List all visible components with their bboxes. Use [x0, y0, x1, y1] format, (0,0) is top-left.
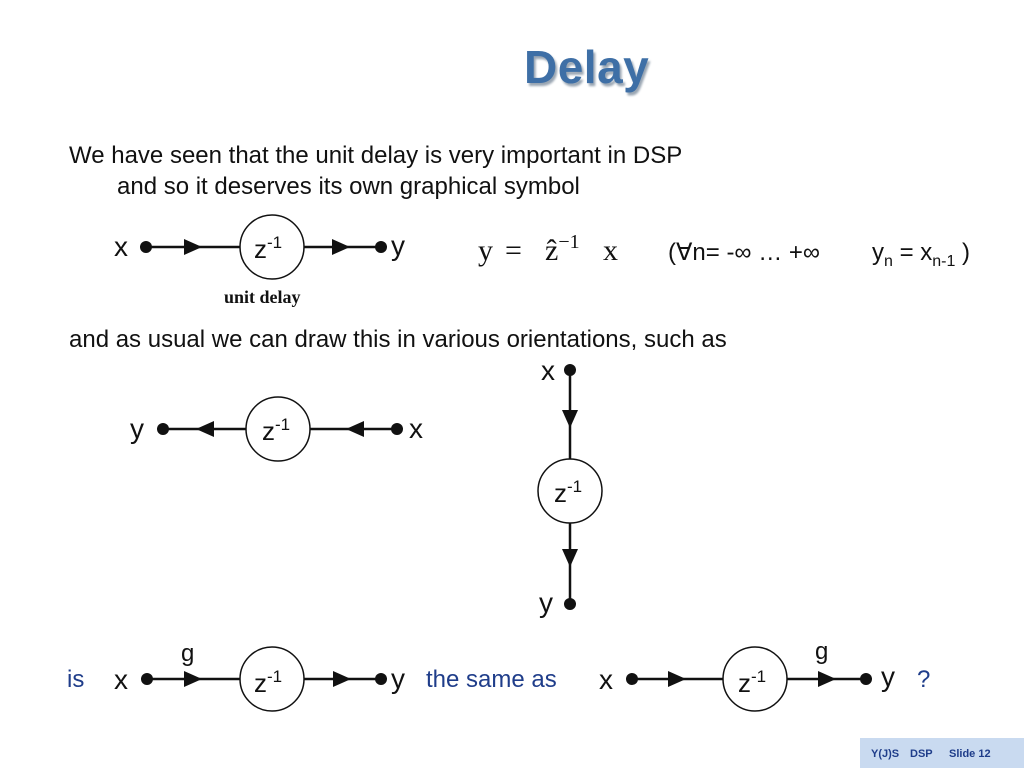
delay-symbol: z-1: [254, 233, 282, 264]
question-is: is: [67, 666, 84, 693]
delay-circle: [537, 458, 603, 524]
orientations-line: and as usual we can draw this in various…: [69, 326, 727, 353]
intro-line-1: We have seen that the unit delay is very…: [69, 142, 683, 169]
output-node: [375, 241, 387, 253]
input-node: [391, 423, 403, 435]
gain-arrow: [818, 671, 836, 687]
y-label: y: [130, 413, 144, 444]
equation-equals: =: [505, 234, 522, 267]
arrow-head: [668, 671, 686, 687]
input-node: [564, 364, 576, 376]
question-mark: ?: [917, 666, 930, 693]
forall-open: (∀n= -∞ … +∞: [668, 239, 820, 266]
gain-then-delay-diagram: z-1 x y g: [114, 640, 405, 712]
y-label: y: [881, 661, 895, 692]
footer-slide-number: Slide 12: [949, 748, 991, 760]
input-node: [140, 241, 152, 253]
gain-label: g: [815, 638, 828, 665]
arrow-head: [562, 549, 578, 567]
unit-delay-caption: unit delay: [224, 287, 301, 307]
output-node: [564, 598, 576, 610]
output-node: [860, 673, 872, 685]
output-node: [157, 423, 169, 435]
footer-course: DSP: [910, 748, 933, 760]
delay-symbol: z-1: [262, 415, 290, 446]
delay-circle: [722, 646, 788, 712]
x-label: x: [541, 355, 555, 386]
question-same-as: the same as: [426, 666, 557, 693]
y-label: y: [539, 587, 553, 618]
delay-diagram-reversed: z-1 y x: [130, 396, 423, 462]
slide-title: Delay: [524, 41, 650, 93]
footer-author: Y(J)S: [871, 748, 900, 760]
delay-circle: [245, 396, 311, 462]
arrow-head: [346, 421, 364, 437]
delay-equation: y = ẑ−1 x: [478, 231, 618, 267]
delay-symbol: z-1: [254, 667, 282, 698]
equation-rhs: x: [603, 234, 618, 267]
x-label: x: [409, 413, 423, 444]
y-label: y: [391, 663, 405, 694]
x-label: x: [114, 664, 128, 695]
input-node: [626, 673, 638, 685]
delay-circle: [239, 646, 305, 712]
arrow-head: [196, 421, 214, 437]
gain-arrow: [184, 671, 202, 687]
gain-label: g: [181, 640, 194, 667]
forall-statement: (∀n= -∞ … +∞ yn = xn-1 ): [668, 239, 970, 270]
delay-then-gain-diagram: z-1 x y g: [599, 638, 895, 712]
equation-lhs: y: [478, 234, 493, 267]
delay-symbol: z-1: [554, 477, 582, 508]
arrow-head: [332, 239, 350, 255]
x-label: x: [114, 231, 128, 262]
y-label: y: [391, 230, 405, 261]
x-label: x: [599, 664, 613, 695]
slide-footer: Y(J)S DSP Slide 12: [860, 738, 1024, 768]
delay-circle: [239, 214, 305, 280]
arrow-head: [333, 671, 351, 687]
equation-operator: ẑ−1: [545, 231, 580, 267]
input-node: [141, 673, 153, 685]
arrow-head: [562, 410, 578, 428]
arrow-head: [184, 239, 202, 255]
intro-line-2: and so it deserves its own graphical sym…: [117, 173, 580, 200]
output-node: [375, 673, 387, 685]
forall-relation: yn = xn-1 ): [872, 239, 970, 270]
delay-diagram-vertical: z-1 x y: [537, 355, 603, 618]
delay-symbol: z-1: [738, 667, 766, 698]
delay-diagram-main: z-1 x y unit delay: [114, 214, 405, 307]
